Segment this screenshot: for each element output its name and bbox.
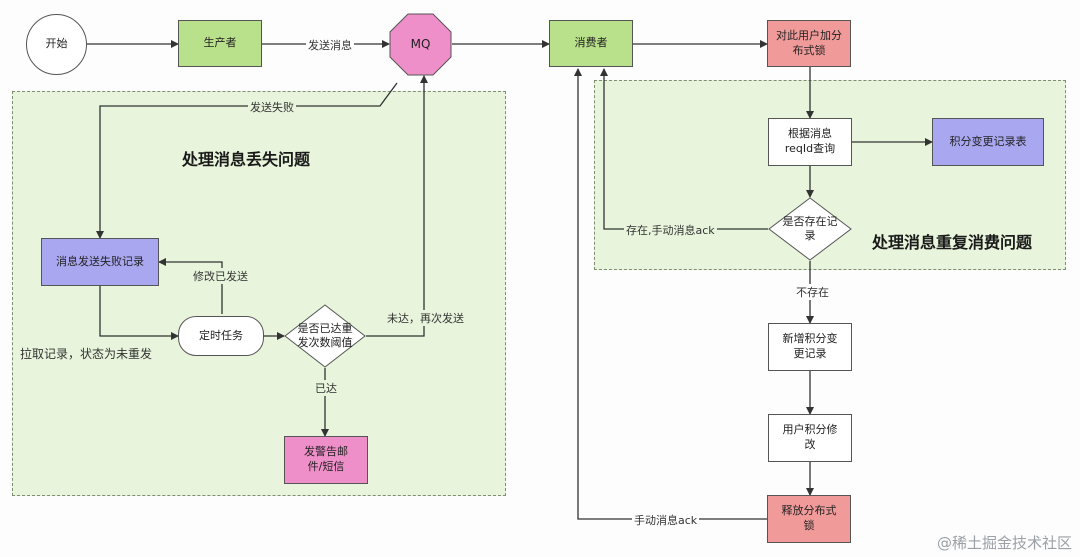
consumer-node[interactable]: 消费者 bbox=[549, 20, 633, 67]
producer-node[interactable]: 生产者 bbox=[178, 20, 262, 67]
label-reached: 已达 bbox=[313, 380, 339, 396]
label-send-fail: 发送失败 bbox=[248, 99, 296, 115]
edge-exists-consumer bbox=[600, 68, 768, 230]
release-lock-node[interactable]: 释放分布式锁 bbox=[767, 495, 851, 543]
edge-threshold-mq bbox=[366, 75, 428, 337]
query-node[interactable]: 根据消息reqId查询 bbox=[768, 118, 852, 166]
label-exists-ack: 存在,手动消息ack bbox=[624, 222, 717, 238]
label-pull-records: 拉取记录，状态为未重发 bbox=[18, 345, 155, 362]
watermark: @稀土掘金技术社区 bbox=[936, 534, 1072, 552]
lock-node[interactable]: 对此用户加分布式锁 bbox=[767, 20, 851, 67]
mq-node[interactable]: MQ bbox=[389, 13, 452, 76]
add-record-node[interactable]: 新增积分变更记录 bbox=[768, 323, 852, 371]
edge-timer-failrecord bbox=[158, 258, 223, 314]
label-modify-sent: 修改已发送 bbox=[191, 268, 250, 284]
label-not-reached: 未达，再次发送 bbox=[385, 310, 466, 326]
edge-mq-failrecord bbox=[96, 82, 398, 239]
label-manual-ack: 手动消息ack bbox=[632, 512, 700, 528]
diamond-shape bbox=[284, 304, 366, 368]
exists-decision[interactable]: 是否存在记录 bbox=[768, 197, 852, 261]
threshold-label: 是否已达重发次数阈值 bbox=[297, 321, 353, 349]
mq-label: MQ bbox=[410, 36, 431, 51]
threshold-decision[interactable]: 是否已达重发次数阈值 bbox=[284, 304, 366, 368]
timer-node[interactable]: 定时任务 bbox=[178, 316, 264, 356]
label-not-exists: 不存在 bbox=[794, 284, 831, 300]
octagon-shape bbox=[389, 13, 452, 76]
exists-label: 是否存在记录 bbox=[782, 214, 838, 242]
edge-release-consumer bbox=[574, 68, 767, 520]
start-node[interactable]: 开始 bbox=[26, 14, 87, 75]
duplicate-group-title: 处理消息重复消费问题 bbox=[872, 233, 1033, 252]
points-table-node[interactable]: 积分变更记录表 bbox=[932, 118, 1044, 166]
diamond-shape bbox=[768, 197, 852, 261]
modify-points-node[interactable]: 用户积分修改 bbox=[768, 414, 852, 462]
label-send-msg: 发送消息 bbox=[306, 37, 354, 53]
loss-group-title: 处理消息丢失问题 bbox=[182, 150, 311, 169]
fail-record-node[interactable]: 消息发送失败记录 bbox=[41, 238, 159, 286]
edge-failrecord-timer bbox=[99, 286, 179, 340]
alert-node[interactable]: 发警告邮件/短信 bbox=[284, 436, 368, 484]
